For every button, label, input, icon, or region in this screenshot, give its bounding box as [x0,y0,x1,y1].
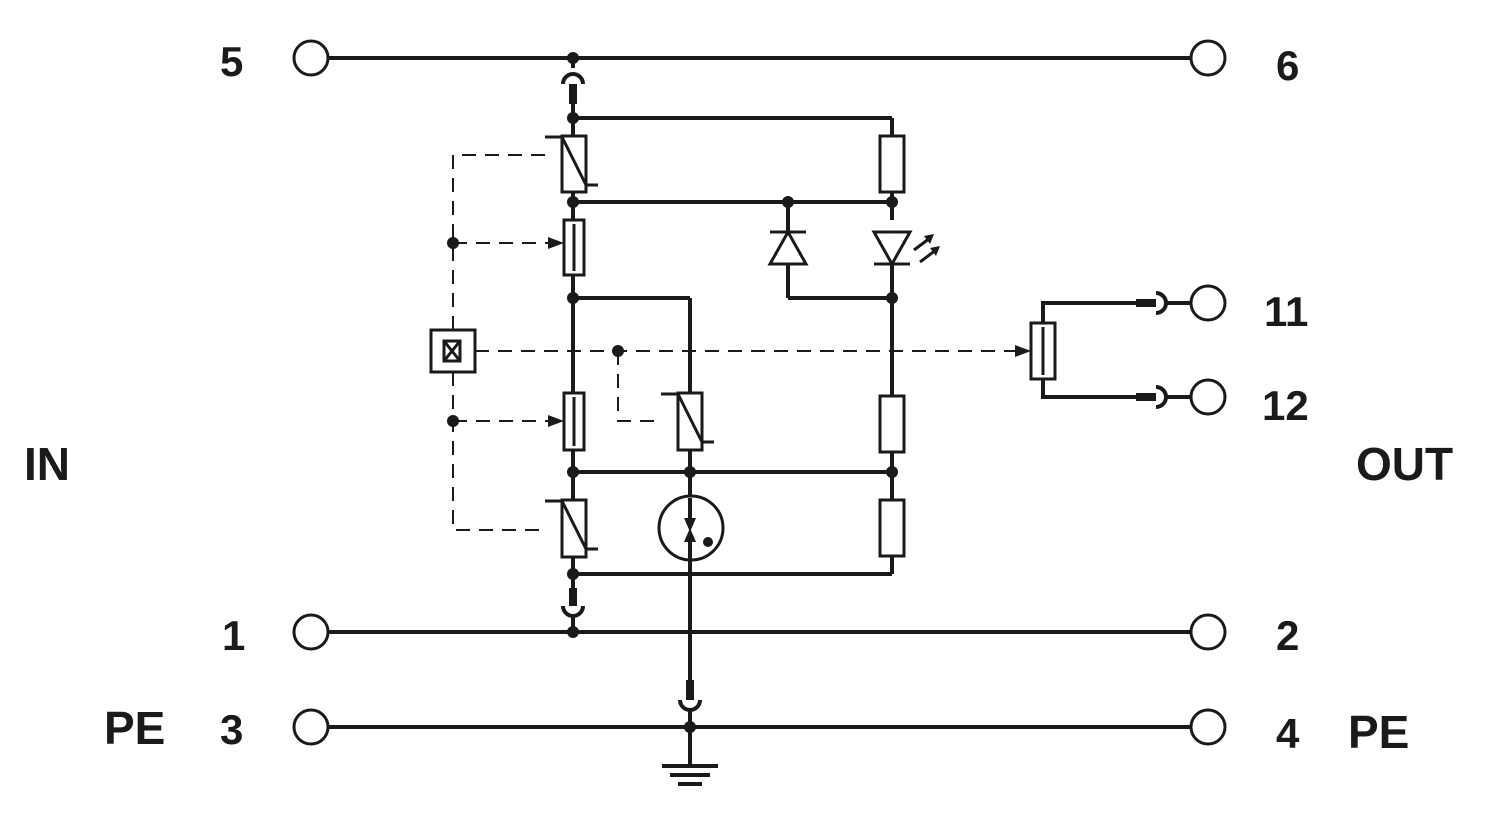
terminal-2 [1189,613,1227,651]
remote-signal-contact [1029,301,1140,399]
status-monitor [429,328,477,374]
resistor-3 [878,498,906,558]
varistor-1 [545,134,598,194]
terminal-label-12: 12 [1262,382,1309,429]
label-pe-right: PE [1348,706,1409,758]
terminal-6 [1189,39,1227,77]
plug-connector-12 [1136,385,1191,409]
terminal-label-1: 1 [222,612,245,659]
terminal-11 [1189,284,1227,322]
dashed-link [452,154,545,330]
terminal-label-2: 2 [1276,612,1299,659]
terminal-label-5: 5 [220,38,243,85]
resistor-2 [878,394,906,454]
terminal-label-6: 6 [1276,42,1299,89]
label-out: OUT [1356,438,1453,490]
varistor-3 [545,498,598,559]
terminal-label-4: 4 [1276,710,1300,757]
dashed-link [452,372,545,531]
ground-icon [662,727,718,786]
plug-connector-top [561,52,585,118]
terminal-label-11: 11 [1264,288,1308,335]
dashed-link [617,351,661,422]
terminal-4 [1189,708,1227,746]
arrow-icon [1015,345,1031,357]
terminal-5 [292,39,330,77]
thermal-disconnector-2 [562,391,586,452]
plug-connector-bottom [561,576,585,638]
plug-connector-11 [1136,291,1191,315]
arrow-icon [548,415,564,427]
thermal-disconnector-1 [562,218,586,277]
terminal-12 [1189,378,1227,416]
zener-diode [767,202,892,300]
terminal-1 [292,613,330,651]
label-pe-left: PE [104,702,165,754]
led-indicator-icon [871,230,940,298]
label-in: IN [24,438,70,490]
terminal-label-3: 3 [220,706,243,753]
varistor-2 [661,391,714,452]
resistor-1 [878,134,906,194]
gas-discharge-tube [657,472,725,690]
arrow-icon [548,237,564,249]
terminal-3 [292,708,330,746]
